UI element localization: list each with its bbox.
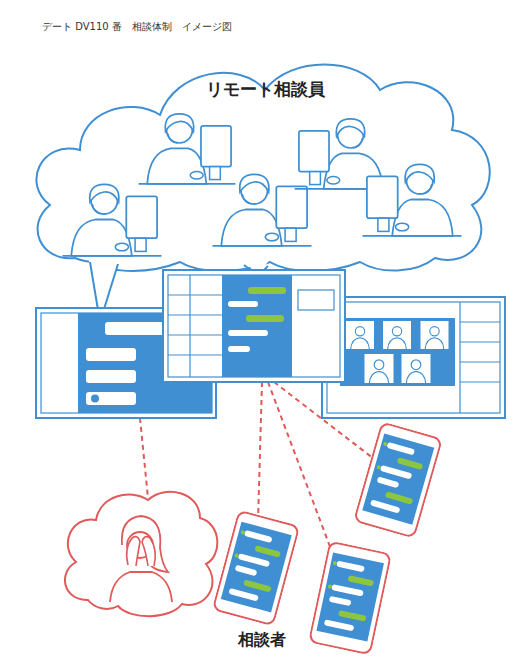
node-label: リモート相談員: [28, 78, 503, 101]
speech-tail: [88, 256, 272, 322]
caption-label: 相談者: [238, 630, 286, 651]
cloud-shape: リモート相談員: [28, 50, 503, 275]
diagram-title: デート DV110 番 相談体制 イメージ図: [42, 20, 232, 34]
chat-screen: [163, 270, 345, 382]
smartphone: [309, 542, 391, 655]
video-screen: [322, 297, 505, 418]
distressed-person: [65, 492, 217, 616]
smartphone: [213, 511, 299, 626]
dashed-link: [140, 382, 378, 552]
smartphone: [354, 422, 442, 537]
remote-operators: [63, 114, 462, 256]
form-screen: [36, 308, 216, 418]
